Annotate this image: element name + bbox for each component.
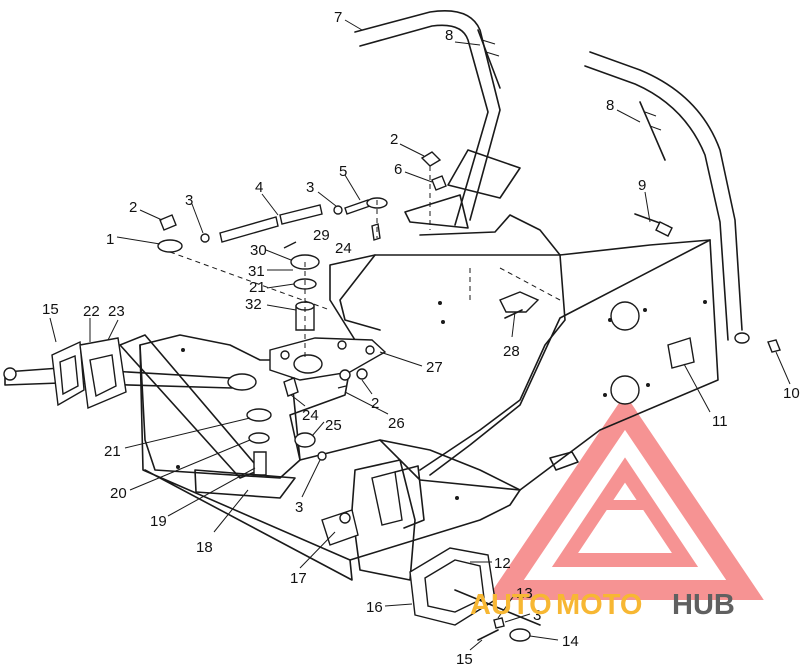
callout-2-top: 2 — [390, 131, 398, 148]
callout-15-bottom: 15 — [456, 651, 473, 668]
callout-30: 30 — [250, 242, 267, 259]
watermark-auto: AUTO — [470, 589, 552, 621]
callout-21-upper: 21 — [249, 279, 266, 296]
watermark-triangle-logo — [486, 394, 764, 600]
callout-3-lower: 3 — [295, 499, 303, 516]
right-bracket-assembly — [321, 459, 541, 642]
callout-24-upper: 24 — [335, 240, 352, 257]
callout-23: 23 — [108, 303, 125, 320]
callout-13: 13 — [516, 585, 533, 602]
callout-24-lower: 24 — [302, 407, 319, 424]
callout-31: 31 — [248, 263, 265, 280]
watermark-moto: MOTO — [556, 589, 642, 621]
callout-18: 18 — [196, 539, 213, 556]
callout-29: 29 — [313, 227, 330, 244]
callout-19: 19 — [150, 513, 167, 530]
callout-1: 1 — [106, 231, 114, 248]
watermark-hub: HUB — [672, 589, 735, 621]
callout-8-right: 8 — [606, 97, 614, 114]
pin-8b — [639, 101, 666, 161]
callout-3-upper-left: 3 — [185, 192, 193, 209]
callout-7: 7 — [334, 9, 342, 26]
callout-3-upper-right: 3 — [306, 179, 314, 196]
callout-16: 16 — [366, 599, 383, 616]
callout-20: 20 — [110, 485, 127, 502]
leader-lines — [49, 19, 791, 651]
left-tie-rod-assembly — [3, 334, 261, 479]
callout-11: 11 — [712, 413, 728, 430]
lower-left-hardware — [194, 368, 368, 499]
pin-8a — [477, 29, 501, 89]
top-hardware-row — [157, 151, 447, 311]
callout-5: 5 — [339, 163, 347, 180]
callout-21-lower: 21 — [104, 443, 121, 460]
callout-14: 14 — [562, 633, 579, 650]
pivot-plate — [269, 337, 387, 381]
callout-3-bottom: 3 — [533, 607, 541, 624]
callout-15-left: 15 — [42, 301, 59, 318]
callout-22: 22 — [83, 303, 100, 320]
callout-12: 12 — [494, 555, 511, 572]
callout-8-top: 8 — [445, 27, 453, 44]
callout-10: 10 — [783, 385, 800, 402]
roll-bar — [354, 10, 750, 344]
callout-6: 6 — [394, 161, 402, 178]
callout-4: 4 — [255, 179, 263, 196]
callout-labels: 7 8 8 2 6 5 3 4 3 2 1 9 29 24 30 31 21 3… — [42, 9, 800, 668]
callout-17: 17 — [290, 570, 307, 587]
callout-9: 9 — [638, 177, 646, 194]
callout-27: 27 — [426, 359, 443, 376]
right-hardware — [469, 213, 781, 369]
watermark-text: AUTO MOTO HUB — [470, 589, 735, 621]
callout-32: 32 — [245, 296, 262, 313]
main-frame — [139, 214, 719, 581]
callout-25: 25 — [325, 417, 342, 434]
callout-26: 26 — [388, 415, 405, 432]
callout-28: 28 — [503, 343, 520, 360]
callout-2-left: 2 — [129, 199, 137, 216]
callout-2-center: 2 — [371, 395, 379, 412]
